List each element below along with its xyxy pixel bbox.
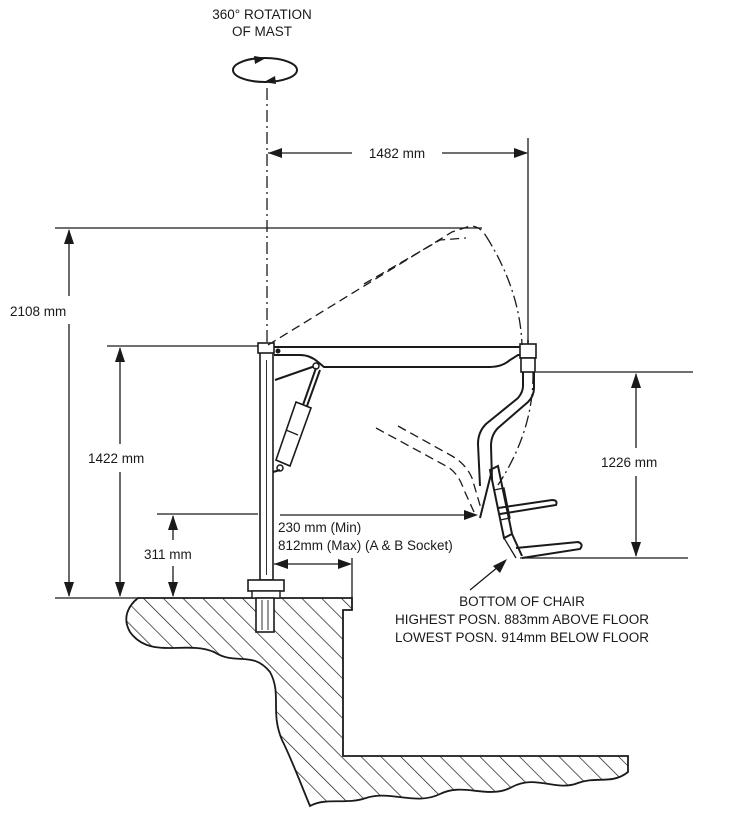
offset-min-label: 230 mm (Min) <box>278 520 361 535</box>
chair <box>479 464 583 559</box>
boom-swing-arc <box>485 235 523 346</box>
dim-boom-height <box>107 345 258 597</box>
dim-reach <box>268 138 529 342</box>
chair-note-line3: LOWEST POSN. 914mm BELOW FLOOR <box>395 630 649 645</box>
socket-collar <box>247 579 285 592</box>
lowered-chair-dashed <box>375 425 483 513</box>
chair-note-line1: BOTTOM OF CHAIR <box>459 594 585 609</box>
chair-note-line2: HIGHEST POSN. 883mm ABOVE FLOOR <box>395 612 649 627</box>
hydraulic-ram <box>272 362 321 473</box>
rotation-label-line1: 360° ROTATION <box>212 7 311 22</box>
chair-hanger <box>476 357 536 487</box>
socket-height-label: 311 mm <box>144 547 192 562</box>
dim-socket-height <box>157 513 258 597</box>
floor-socket <box>255 597 275 633</box>
chair-swing-arc <box>497 371 534 486</box>
offset-max-label: 812mm (Max) (A & B Socket) <box>278 538 453 553</box>
chair-note-leader <box>469 559 507 591</box>
dim-offset <box>274 510 478 598</box>
rotation-label-line2: OF MAST <box>232 24 292 39</box>
chair-travel-label: 1226 mm <box>601 455 657 470</box>
boom-height-label: 1422 mm <box>88 451 144 466</box>
rotation-arrow-icon <box>232 56 298 84</box>
dim-chair-travel <box>520 371 693 559</box>
floor-section <box>125 597 629 808</box>
dim-total-height <box>55 227 482 597</box>
reach-label: 1482 mm <box>369 146 425 161</box>
raised-boom-dashed <box>267 225 487 346</box>
boom-arm <box>257 340 537 368</box>
total-height-label: 2108 mm <box>10 304 66 319</box>
